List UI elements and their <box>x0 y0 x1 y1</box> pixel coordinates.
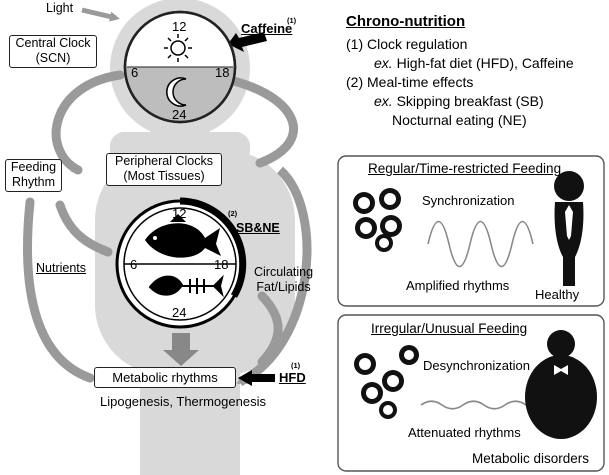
peripheral-clock <box>115 197 247 329</box>
attenuated-rhythms-label: Attenuated rhythms <box>408 425 521 440</box>
item2-ex-prefix: ex. <box>374 93 393 109</box>
peripheral-12-label: 12 <box>172 206 187 221</box>
peripheral-clocks-box: Peripheral Clocks (Most Tissues) <box>106 153 222 186</box>
item1-ex-text: High-fat diet (HFD), Caffeine <box>392 55 574 71</box>
desynchronization-label: Desynchronization <box>423 358 530 373</box>
synchronization-label: Synchronization <box>422 193 515 208</box>
nutrients-label: Nutrients <box>36 261 87 275</box>
amplified-rhythms-label: Amplified rhythms <box>406 278 510 293</box>
pathway-arrows <box>23 70 298 383</box>
clock-to-metabolic-arrow <box>163 333 199 366</box>
hfd-arrow <box>238 370 275 386</box>
lipogenesis-label: Lipogenesis, Thermogenesis <box>100 394 266 409</box>
item2-example-line2: Nocturnal eating (NE) <box>392 112 527 128</box>
fish-bone-icon <box>148 274 224 298</box>
scn-to-peripheral-arrow <box>215 73 298 168</box>
metabolic-disorder-person-icon <box>525 330 597 439</box>
caffeine-label: Caffeine <box>241 21 293 36</box>
item1-example: ex. High-fat diet (HFD), Caffeine <box>374 56 574 70</box>
amplified-wave <box>427 220 534 268</box>
peripheral-6-label: 6 <box>130 257 138 272</box>
clock-12-label: 12 <box>172 19 187 34</box>
feeding-to-clock-arrow <box>55 200 113 257</box>
item2-label: (2) Meal-time effects <box>346 74 474 90</box>
sb-ne-label: SB&NE <box>236 221 280 235</box>
scn-to-feeding-arrow <box>51 70 125 175</box>
healthy-label: Healthy <box>535 287 580 302</box>
peripheral-clocks-sublabel: (Most Tissues) <box>123 169 205 183</box>
metabolic-rhythms-box: Metabolic rhythms <box>94 367 236 388</box>
attenuated-wave <box>420 400 527 410</box>
healthy-person-icon <box>554 171 584 286</box>
regular-panel-title: Regular/Time-restricted Feeding <box>368 161 562 176</box>
item1-ex-prefix: ex. <box>374 55 393 71</box>
central-clock-sublabel: (SCN) <box>35 51 71 65</box>
light-label: Light <box>46 1 74 15</box>
item2-example: ex. Skipping breakfast (SB) <box>374 94 544 108</box>
feeding-rhythm-sublabel: Rhythm <box>11 175 56 189</box>
circulating-label-line1: Circulating <box>254 265 314 279</box>
metabolic-rhythms-label: Metabolic rhythms <box>112 370 218 385</box>
clock-6-label: 6 <box>131 65 139 80</box>
caffeine-ref: (1) <box>287 16 297 25</box>
circulating-label-line2: Fat/Lipids <box>256 280 311 294</box>
sb-ne-ref: (2) <box>228 209 238 218</box>
fish-icon <box>145 214 221 258</box>
item2-ex-text1: Skipping breakfast (SB) <box>392 93 544 109</box>
gear-cluster-icon-synced <box>353 188 402 252</box>
moon-icon <box>166 77 187 107</box>
light-arrow <box>81 7 120 22</box>
chrono-title: Chrono-nutrition <box>346 13 466 30</box>
peripheral-18-label: 18 <box>214 257 229 272</box>
feeding-to-metabolic-arrow <box>23 197 95 383</box>
central-clock <box>123 10 237 124</box>
sb-ne-arc <box>179 197 247 298</box>
peripheral-24-label: 24 <box>172 305 187 320</box>
outer-feedback-arrow <box>236 166 312 387</box>
hfd-ref: (1) <box>291 361 301 370</box>
feeding-rhythm-label: Feeding <box>10 160 57 174</box>
clock-24-label: 24 <box>172 107 187 122</box>
feeding-rhythm-box: Feeding Rhythm <box>5 159 62 192</box>
panel-regular <box>337 155 605 307</box>
irregular-panel-title: Irregular/Unusual Feeding <box>371 321 528 336</box>
clock-18-label: 18 <box>215 65 230 80</box>
sun-icon <box>164 34 192 62</box>
item1-label: (1) Clock regulation <box>346 36 468 52</box>
central-clock-box: Central Clock (SCN) <box>9 35 97 68</box>
hfd-label: HFD <box>279 370 306 385</box>
central-clock-label: Central Clock <box>15 36 91 50</box>
metabolic-disorders-label: Metabolic disorders <box>472 451 590 466</box>
peripheral-clocks-label: Peripheral Clocks <box>115 154 213 168</box>
caffeine-arrow <box>228 32 267 52</box>
gear-cluster-icon-desynced <box>354 345 419 419</box>
circulating-lipids-label: Circulating Fat/Lipids <box>254 265 313 295</box>
